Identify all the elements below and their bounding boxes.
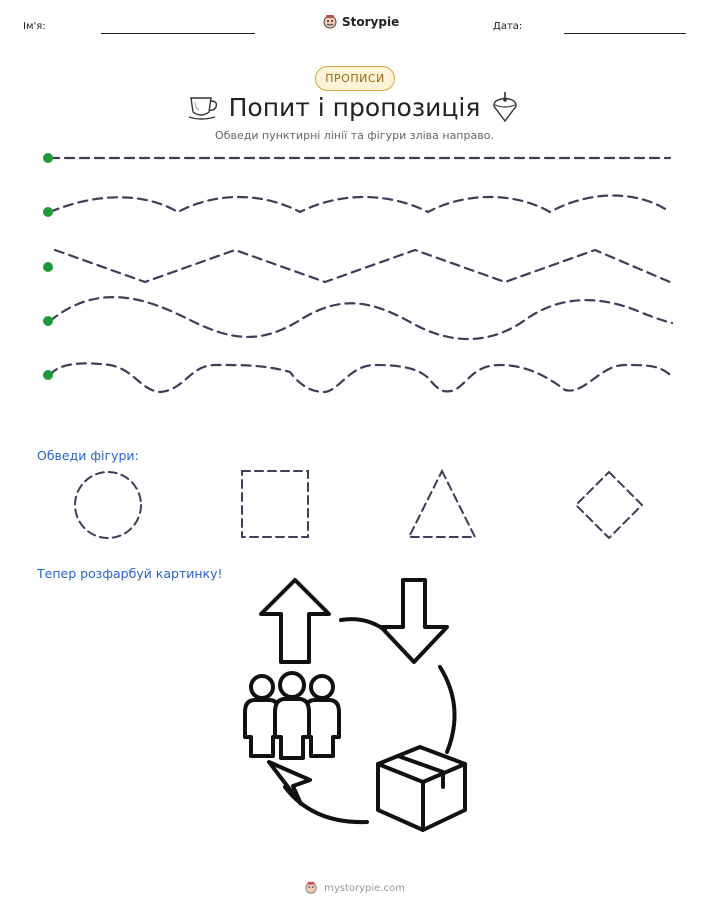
- trace-line-wave-1[interactable]: [48, 194, 672, 214]
- name-write-line[interactable]: [101, 33, 255, 34]
- spinning-top-icon: [493, 92, 517, 123]
- start-dot-5: [43, 370, 53, 380]
- brand-name: Storypie: [342, 15, 400, 29]
- brand-logo: Storypie: [322, 14, 399, 30]
- tracing-lines-area: [43, 153, 674, 394]
- people-group-icon: [243, 671, 341, 760]
- trace-shape-square[interactable]: [241, 470, 309, 538]
- curved-arrow-head-icon: [267, 760, 312, 806]
- coloring-section-label: Тепер розфарбуй картинку!: [37, 566, 223, 581]
- cycle-arc-right: [438, 665, 457, 754]
- storypie-logo-icon: [305, 881, 317, 894]
- cycle-arc-bottom: [283, 785, 369, 825]
- start-dot-2: [43, 207, 53, 217]
- tracing-shapes-area: [74, 468, 644, 540]
- shapes-section-label: Обведи фігури:: [37, 448, 139, 463]
- trace-line-wave-2[interactable]: [48, 296, 674, 341]
- teacup-icon: [188, 97, 218, 120]
- trace-shape-diamond[interactable]: [574, 470, 644, 540]
- footer: mystorypie.com: [0, 881, 709, 895]
- storypie-logo-icon: [323, 15, 337, 29]
- cycle-arc-top: [339, 617, 387, 632]
- supply-demand-cycle-illustration[interactable]: [235, 572, 475, 847]
- date-label: Дата:: [493, 21, 523, 32]
- name-label: Ім'я:: [23, 21, 46, 32]
- start-dot-1: [43, 153, 53, 163]
- trace-line-zigzag[interactable]: [53, 248, 672, 284]
- instructions-subtitle: Обведи пунктирні лінії та фігури зліва н…: [215, 129, 494, 142]
- trace-line-bumps[interactable]: [48, 362, 672, 394]
- down-arrow-icon: [379, 578, 449, 664]
- worksheet-type-badge: ПРОПИСИ: [315, 66, 395, 91]
- date-write-line[interactable]: [564, 33, 686, 34]
- start-dot-3: [43, 262, 53, 272]
- start-dot-4: [43, 316, 53, 326]
- trace-shape-circle[interactable]: [74, 471, 142, 539]
- up-arrow-icon: [259, 578, 331, 664]
- trace-shape-triangle[interactable]: [407, 468, 477, 538]
- page-title: Попит і пропозиція: [228, 93, 481, 122]
- package-box-icon: [376, 745, 467, 832]
- footer-url[interactable]: mystorypie.com: [324, 882, 405, 894]
